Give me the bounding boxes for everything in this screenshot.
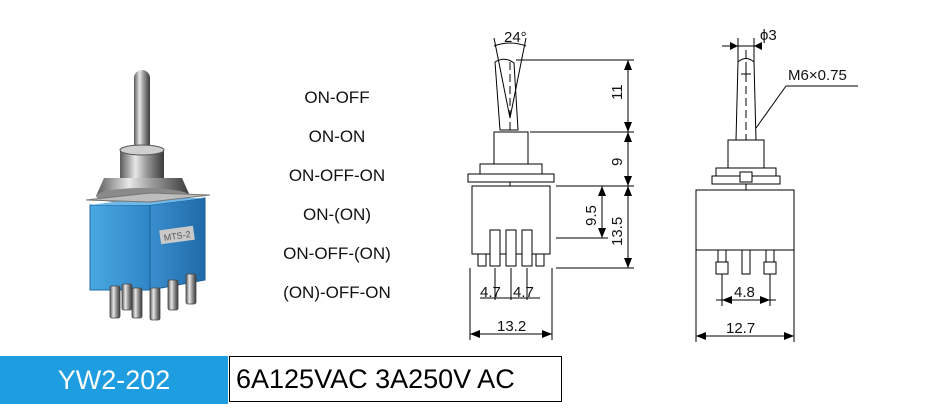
model-badge: YW2-202: [0, 356, 228, 404]
rating-text: 6A125VAC 3A250V AC: [236, 363, 515, 394]
front-thread-label: M6×0.75: [788, 67, 847, 84]
mode-item: ON-OFF: [304, 88, 370, 107]
side-pin-pitch-right: 4.7: [513, 284, 534, 301]
front-diameter-label: ϕ3: [760, 27, 777, 44]
mode-item: ON-ON: [308, 127, 366, 146]
front-pin-pitch: 4.8: [734, 284, 755, 301]
side-angle-label: 24°: [504, 29, 527, 46]
toggle-switch-photo: MTS-2: [85, 70, 211, 321]
front-view-drawing: [695, 38, 858, 342]
side-body-total-dim: 13.5: [609, 217, 626, 246]
dimension-drawings: 24° 11 9 9.5 13.5 4.7 4.7 13.2 ϕ3 M6×0.7…: [467, 27, 858, 342]
mode-item: ON-OFF-ON: [288, 166, 386, 185]
mode-item: ON-(ON): [303, 205, 371, 224]
side-handle-dim: 11: [609, 84, 626, 100]
dimension-arrows: [470, 42, 794, 340]
rating-box: 6A125VAC 3A250V AC: [229, 356, 562, 402]
footer-bar: YW2-202 6A125VAC 3A250V AC: [0, 354, 930, 412]
photo-body-label: MTS-2: [163, 229, 191, 243]
mode-item: ON-OFF-(ON): [283, 244, 391, 263]
side-bushing-dim: 9: [609, 158, 626, 166]
side-width-dim: 13.2: [497, 318, 526, 335]
side-body-inner-dim: 9.5: [583, 205, 600, 226]
front-width-dim: 12.7: [726, 320, 755, 337]
terminal-pins: [109, 273, 197, 321]
lever: [134, 70, 150, 160]
side-pin-pitch-left: 4.7: [480, 284, 501, 301]
mode-item: (ON)-OFF-ON: [283, 283, 391, 302]
